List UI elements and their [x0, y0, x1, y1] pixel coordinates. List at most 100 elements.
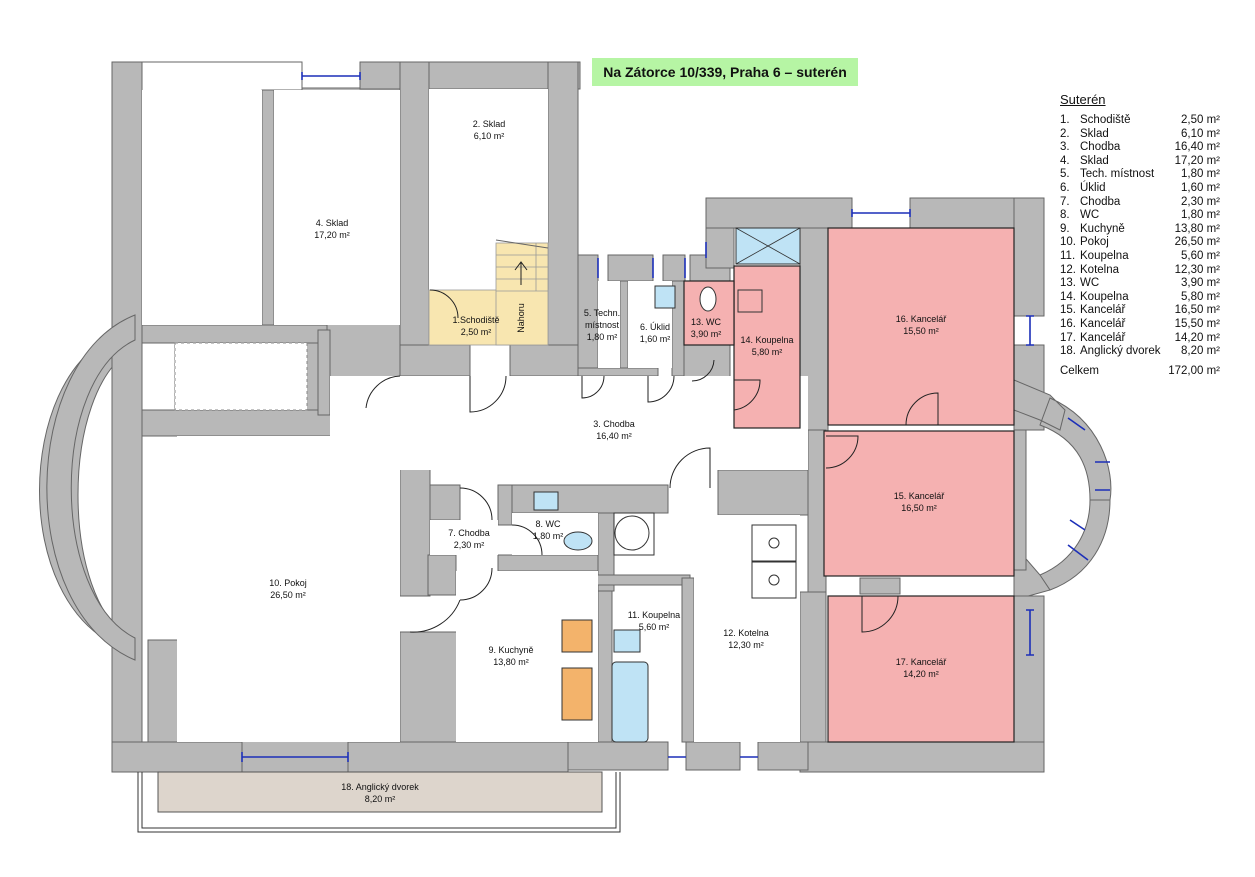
stairs-direction-label: Nahoru — [516, 303, 526, 333]
room-name: 7. Chodba — [448, 528, 490, 538]
legend-area: 15,50 m² — [1174, 317, 1220, 330]
wall-segment — [705, 197, 853, 229]
room-area: 8,20 m² — [365, 794, 396, 804]
room-area: 26,50 m² — [270, 590, 306, 600]
door-swing — [365, 375, 401, 409]
legend-name: Koupelna — [1080, 290, 1129, 303]
south-wall — [685, 741, 741, 771]
legend-area: 2,30 m² — [1181, 195, 1220, 208]
legend-area: 3,90 m² — [1181, 277, 1220, 290]
wall-segment — [359, 61, 581, 90]
room-name: 10. Pokoj — [269, 578, 307, 588]
wall-segment — [619, 280, 629, 377]
wall-segment — [807, 429, 827, 601]
legend-num: 3. — [1060, 141, 1070, 154]
wall-segment — [589, 574, 691, 586]
room-area: 16,40 m² — [596, 431, 632, 441]
legend-area: 5,80 m² — [1181, 290, 1220, 303]
wall-segment — [607, 254, 654, 282]
sink-icon — [613, 629, 641, 653]
legend-name: Pokoj — [1080, 236, 1109, 249]
boiler-icon — [614, 515, 650, 551]
room-area: 3,90 m² — [691, 329, 722, 339]
room-area: 16,50 m² — [901, 503, 937, 513]
legend-num: 7. — [1060, 195, 1070, 208]
room-area: 17,20 m² — [314, 230, 350, 240]
office-15 — [823, 430, 1015, 577]
door-swing — [511, 524, 543, 556]
legend-num: 16. — [1060, 317, 1076, 330]
room-name-2: místnost — [585, 320, 620, 330]
room-name: 18. Anglický dvorek — [341, 782, 419, 792]
wall-segment — [399, 631, 461, 743]
legend-num: 4. — [1060, 154, 1070, 167]
wall-segment — [399, 61, 430, 377]
walls — [39, 61, 1112, 773]
legend-num: 12. — [1060, 263, 1076, 276]
room-area: 1,80 m² — [587, 332, 618, 342]
legend-area: 1,80 m² — [1181, 168, 1220, 181]
room-area: 15,50 m² — [903, 326, 939, 336]
legend-num: 11. — [1060, 249, 1076, 262]
room-area: 12,30 m² — [728, 640, 764, 650]
toilet-icon — [699, 286, 717, 312]
wall-segment — [859, 577, 901, 595]
legend-area: 16,50 m² — [1174, 304, 1220, 317]
window — [301, 72, 361, 80]
legend-name: Kancelář — [1080, 304, 1126, 317]
east-bay — [1013, 379, 1112, 601]
south-wall — [347, 741, 569, 773]
door-swing — [469, 375, 507, 413]
floor-chodba-3 — [330, 376, 808, 470]
legend-area: 2,50 m² — [1181, 114, 1220, 126]
legend-area: 6,10 m² — [1181, 127, 1220, 140]
legend-name: Anglický dvorek — [1080, 345, 1161, 358]
wall-segment — [1013, 429, 1027, 571]
legend-total-row: Celkem 172,00 m² — [1060, 365, 1220, 377]
legend-name: Schodiště — [1080, 114, 1131, 126]
legend-name: Sklad — [1080, 154, 1109, 167]
wall-segment — [705, 227, 735, 269]
courtyard-floor — [157, 771, 603, 813]
floor-sklad-4 — [274, 90, 400, 325]
window — [851, 209, 911, 217]
sink-icon — [654, 285, 676, 309]
room-area: 6,10 m² — [474, 131, 505, 141]
legend-area: 1,60 m² — [1181, 181, 1220, 194]
room-name: 15. Kancelář — [894, 491, 946, 501]
south-wall — [111, 741, 243, 773]
room-name: 3. Chodba — [593, 419, 635, 429]
door-swing — [647, 375, 675, 403]
legend-area: 17,20 m² — [1174, 154, 1220, 167]
floor-chodba-7 — [430, 520, 498, 555]
wall-segment — [399, 344, 471, 377]
wall-segment — [597, 590, 613, 743]
south-wall — [567, 741, 669, 771]
wall-segment — [1013, 197, 1045, 317]
wall-segment — [427, 484, 461, 521]
wall-segment — [799, 591, 827, 743]
room-name: 12. Kotelna — [723, 628, 769, 638]
wall-segment — [717, 469, 819, 516]
bathtub-icon — [611, 661, 649, 743]
legend-name: Koupelna — [1080, 249, 1129, 262]
legend-name: WC — [1080, 277, 1100, 290]
legend-area: 12,30 m² — [1174, 263, 1220, 276]
room-area: 13,80 m² — [493, 657, 529, 667]
wall-segment — [497, 484, 513, 526]
legend-area: 8,20 m² — [1181, 345, 1220, 358]
